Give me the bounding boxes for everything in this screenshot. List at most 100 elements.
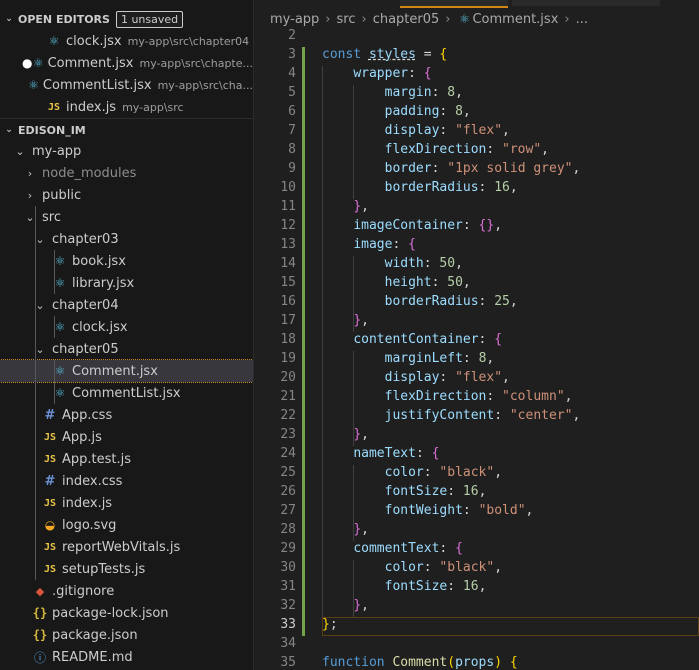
tree-item[interactable]: ⌄chapter03 <box>0 228 253 250</box>
tree-item-label: chapter04 <box>52 297 119 313</box>
chevron-down-icon: ⌄ <box>25 210 35 224</box>
code-line[interactable]: }, <box>353 522 369 537</box>
tree-item-label: setupTests.js <box>62 561 146 577</box>
code-line[interactable]: const styles = { <box>322 47 448 62</box>
code-line[interactable]: contentContainer: { <box>353 332 503 347</box>
tree-item[interactable]: {}package.json <box>0 624 253 646</box>
code-line[interactable]: }, <box>353 427 369 442</box>
code-line[interactable]: commentText: { <box>353 541 463 556</box>
json-icon: {} <box>32 606 48 620</box>
line-number: 3 <box>288 47 296 62</box>
chevron-right-icon: › <box>564 11 570 27</box>
code-line[interactable]: width: 50, <box>384 256 463 271</box>
tree-item-label: chapter05 <box>52 341 119 357</box>
open-editor-path: my-app\src\chapter04 <box>127 34 250 48</box>
tree-item[interactable]: {}package-lock.json <box>0 602 253 624</box>
open-editor-path: my-app\src\chapte... <box>139 56 254 70</box>
tree-item[interactable]: ⚛CommentList.jsx <box>0 382 253 404</box>
workspace-header[interactable]: ⌄ EDISON_IM <box>0 118 253 141</box>
line-number: 19 <box>280 351 296 366</box>
code-line[interactable]: }, <box>353 199 369 214</box>
tree-item[interactable]: ›public <box>0 184 253 206</box>
tree-item-label: src <box>42 209 61 225</box>
tree-item[interactable]: #index.css <box>0 470 253 492</box>
tree-item[interactable]: ⚛library.jsx <box>0 272 253 294</box>
tree-item[interactable]: ›node_modules <box>0 162 253 184</box>
active-tab-indicator <box>400 0 508 8</box>
code-line[interactable]: display: "flex", <box>384 123 510 138</box>
code-line[interactable]: height: 50, <box>384 275 471 290</box>
tree-item[interactable]: ◆.gitignore <box>0 580 253 602</box>
line-number: 8 <box>288 142 296 157</box>
code-line[interactable]: border: "1px solid grey", <box>384 161 581 176</box>
code-line[interactable]: function Comment(props) { <box>322 655 518 670</box>
tree-item[interactable]: ⌄chapter04 <box>0 294 253 316</box>
code-line[interactable]: fontSize: 16, <box>384 484 487 499</box>
code-line[interactable]: justifyContent: "center", <box>384 408 581 423</box>
tree-item[interactable]: ⌄chapter05 <box>0 338 253 360</box>
breadcrumb-item[interactable]: src <box>336 11 356 27</box>
tree-item-label: index.css <box>62 473 123 489</box>
tree-item[interactable]: #App.css <box>0 404 253 426</box>
code-line[interactable]: fontWeight: "bold", <box>384 503 534 518</box>
breadcrumb-item[interactable]: ... <box>575 11 588 27</box>
current-line-highlight <box>322 617 699 636</box>
code-line[interactable]: wrapper: { <box>353 66 432 81</box>
unsaved-badge: 1 unsaved <box>115 10 184 28</box>
tree-item-label: App.css <box>62 407 113 423</box>
tree-item-label: book.jsx <box>72 253 126 269</box>
code-line[interactable]: nameText: { <box>353 446 440 461</box>
code-line[interactable]: image: { <box>353 237 416 252</box>
code-line[interactable]: imageContainer: {}, <box>353 218 503 233</box>
breadcrumb-item[interactable]: Comment.jsx <box>472 11 559 27</box>
tree-item-label: index.js <box>62 495 113 511</box>
code-line[interactable]: color: "black", <box>384 465 503 480</box>
tree-item[interactable]: ⌄ src <box>0 206 253 228</box>
breadcrumb-item[interactable]: my-app <box>270 11 320 27</box>
code-line[interactable]: }; <box>322 617 338 632</box>
breadcrumb-item[interactable]: chapter05 <box>372 11 440 27</box>
line-number: 26 <box>280 484 296 499</box>
js-icon: JS <box>43 453 57 465</box>
code-line[interactable]: marginLeft: 8, <box>384 351 495 366</box>
line-number: 29 <box>280 541 296 556</box>
open-editors-header[interactable]: ⌄ OPEN EDITORS 1 unsaved <box>0 8 253 30</box>
tree-item[interactable]: ⌄my-app <box>0 140 253 162</box>
line-number: 28 <box>280 522 296 537</box>
tree-item[interactable]: ⚛book.jsx <box>0 250 253 272</box>
tree-item[interactable]: ◒logo.svg <box>0 514 253 536</box>
code-line[interactable]: }, <box>353 598 369 613</box>
code-line[interactable]: padding: 8, <box>384 104 471 119</box>
line-number: 17 <box>280 313 296 328</box>
code-line[interactable]: display: "flex", <box>384 370 510 385</box>
code-line[interactable]: flexDirection: "column", <box>384 389 573 404</box>
code-line[interactable]: borderRadius: 25, <box>384 294 518 309</box>
line-number: 12 <box>280 218 296 233</box>
tree-item[interactable]: ⚛clock.jsx <box>0 316 253 338</box>
code-line[interactable]: color: "black", <box>384 560 503 575</box>
chevron-right-icon: › <box>27 166 33 180</box>
code-line[interactable]: borderRadius: 16, <box>384 180 518 195</box>
code-line[interactable]: flexDirection: "row", <box>384 142 549 157</box>
line-number: 11 <box>280 199 296 214</box>
tree-item[interactable]: ⚛Comment.jsx <box>0 359 253 383</box>
tree-item-label: .gitignore <box>52 583 115 599</box>
tree-item-label: logo.svg <box>62 517 117 533</box>
code-line[interactable]: fontSize: 16, <box>384 579 487 594</box>
code-line[interactable]: }, <box>353 313 369 328</box>
breadcrumb: my-app› src› chapter05› ⚛ Comment.jsx› .… <box>254 8 588 30</box>
code-editor[interactable]: my-app› src› chapter05› ⚛ Comment.jsx› .… <box>254 0 699 670</box>
line-number: 13 <box>280 237 296 252</box>
line-number: 15 <box>280 275 296 290</box>
code-line[interactable]: margin: 8, <box>384 85 463 100</box>
